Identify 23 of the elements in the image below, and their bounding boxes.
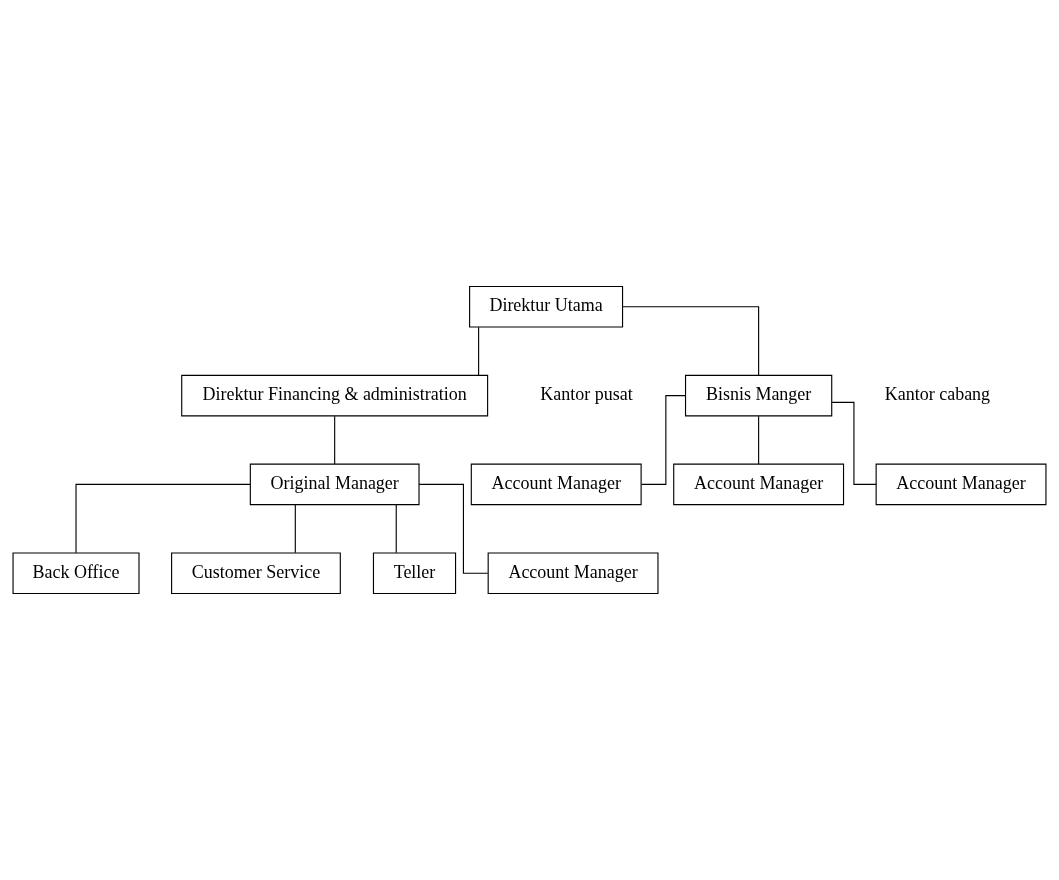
node-box: Direktur Financing & administration xyxy=(181,374,489,417)
node-box: Account Manager xyxy=(470,463,642,506)
label: Kantor cabang xyxy=(884,383,991,404)
connector xyxy=(640,395,687,485)
node-box: Bisnis Manger xyxy=(684,374,833,417)
node-box: Original Manager xyxy=(249,463,420,506)
connector xyxy=(478,326,480,376)
node-box: Customer Service xyxy=(171,552,341,595)
node-box: Account Manager xyxy=(875,463,1047,506)
node-box: Teller xyxy=(372,552,457,595)
node-box: Account Manager xyxy=(673,463,845,506)
connector xyxy=(75,483,251,554)
connector xyxy=(395,504,397,554)
node-box: Direktur Utama xyxy=(469,285,624,328)
connector xyxy=(622,306,760,376)
connector xyxy=(831,401,877,485)
connector xyxy=(334,415,336,465)
node-box: Back Office xyxy=(12,552,140,595)
connector xyxy=(294,504,296,554)
node-box: Account Manager xyxy=(487,552,659,595)
label: Kantor pusat xyxy=(540,383,633,404)
connector xyxy=(758,415,760,465)
connector xyxy=(418,483,489,574)
